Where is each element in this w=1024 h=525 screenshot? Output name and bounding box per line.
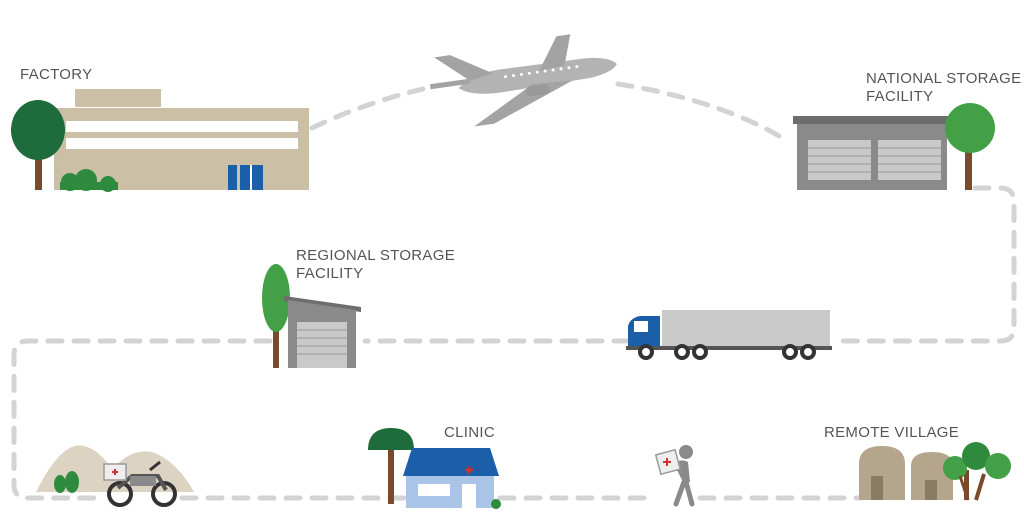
national-storage-label-line1: NATIONAL STORAGE	[866, 70, 1022, 87]
person-carrying-box-icon	[654, 445, 695, 507]
bush-icon	[491, 499, 501, 509]
national-warehouse-icon	[793, 103, 995, 190]
motorcycle-icon	[103, 460, 177, 507]
regional-warehouse-icon	[262, 264, 361, 368]
remote-village-label: REMOTE VILLAGE	[824, 424, 959, 442]
route-national-to-truck	[829, 185, 1017, 344]
regional-storage-label-line1: REGIONAL STORAGE	[296, 247, 456, 264]
route-regional-to-motorcycle	[11, 338, 273, 501]
airplane-icon	[429, 34, 617, 127]
route-plane-to-national	[615, 81, 789, 143]
supply-route	[11, 81, 1017, 501]
clinic-label-text: CLINIC	[444, 424, 495, 441]
remote-village-label-text: REMOTE VILLAGE	[824, 424, 960, 441]
tree-icon	[945, 103, 995, 190]
regional-storage-label: REGIONAL STORAGE FACILITY	[296, 247, 455, 283]
truck-icon	[626, 310, 832, 360]
clinic-icon	[368, 428, 501, 509]
tree-icon	[11, 100, 65, 190]
national-storage-label: NATIONAL STORAGE FACILITY	[866, 70, 1021, 106]
factory-label-text: FACTORY	[20, 66, 93, 83]
national-storage-label-line2: FACILITY	[866, 88, 934, 105]
tree-icon	[943, 442, 1011, 501]
tree-icon	[262, 264, 290, 368]
factory-icon	[11, 89, 309, 192]
bush-icon	[54, 471, 79, 493]
tree-icon	[368, 428, 414, 504]
route-factory-to-plane	[309, 82, 443, 131]
factory-label: FACTORY	[20, 66, 92, 84]
clinic-label: CLINIC	[444, 424, 495, 442]
huts-icon	[859, 442, 1011, 501]
regional-storage-label-line2: FACILITY	[296, 265, 364, 282]
bush-icon	[60, 169, 118, 192]
